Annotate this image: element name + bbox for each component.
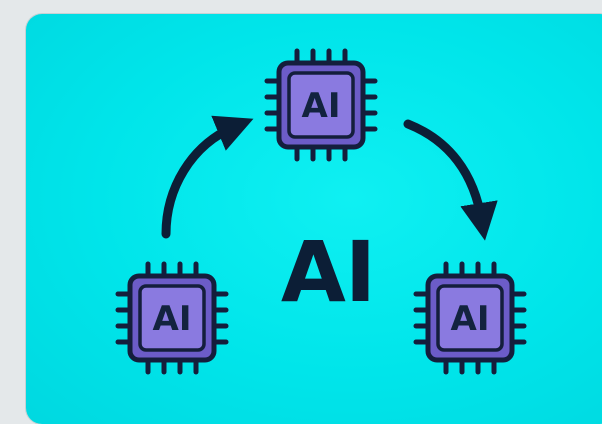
arrow-left-to-top — [161, 115, 254, 239]
chip-bottom-left: AI — [118, 264, 226, 372]
ai-cycle-diagram: AI AI AI — [0, 0, 602, 409]
chip-bottom-right: AI — [416, 264, 524, 372]
center-ai-label: AI — [280, 223, 376, 321]
chip-bottom-right-label: AI — [451, 299, 490, 339]
chip-top-label: AI — [302, 86, 341, 126]
arrow-top-to-right — [403, 119, 498, 241]
chip-top: AI — [267, 51, 375, 159]
chip-bottom-left-label: AI — [153, 299, 192, 339]
